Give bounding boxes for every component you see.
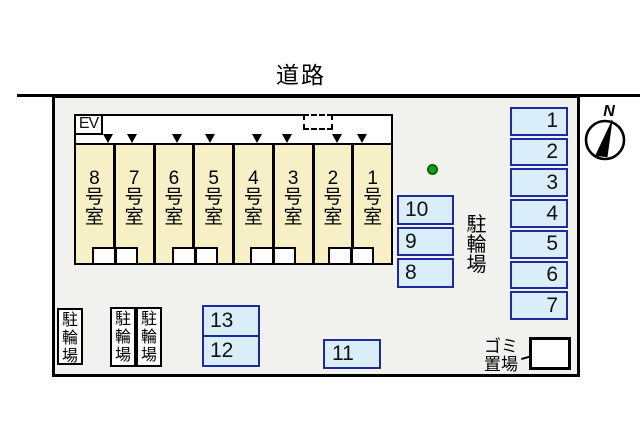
room-4: 4号室 <box>235 145 275 263</box>
room-3: 3号室 <box>274 145 315 263</box>
entry-door-marker-icon <box>103 134 113 143</box>
entry-door-marker-icon <box>205 134 215 143</box>
room-row: 8号室 7号室 6号室 5号室 4号室 3号室 2号室 1号室 <box>74 143 393 265</box>
parking-space-7: 7 <box>510 291 568 321</box>
parking-space-6: 6 <box>510 260 568 290</box>
garbage-area-label: ゴミ置場 <box>484 337 519 375</box>
entrance-porch <box>92 247 138 265</box>
room-label: 2号室 <box>323 168 343 228</box>
parking-space-1: 1 <box>510 107 568 136</box>
parking-column-1-7: 1 2 3 4 5 6 7 <box>510 107 568 321</box>
entrance-porch <box>250 247 296 265</box>
parking-space-3: 3 <box>510 168 568 198</box>
porch-divider <box>349 249 353 263</box>
porch-divider <box>113 249 117 263</box>
room-label: 4号室 <box>243 168 263 228</box>
room-5: 5号室 <box>195 145 235 263</box>
entry-door-marker-icon <box>332 134 342 143</box>
room-label: 8号室 <box>84 168 104 228</box>
elevator-box: EV <box>74 114 103 135</box>
room-label: 3号室 <box>283 168 303 228</box>
compass-north-label: N <box>603 103 615 120</box>
room-8: 8号室 <box>76 145 116 263</box>
room-2: 2号室 <box>314 145 355 263</box>
bicycle-parking-box: 駐輪場 <box>110 307 136 367</box>
bicycle-parking-box: 駐輪場 <box>136 307 162 367</box>
room-label: 5号室 <box>204 168 224 228</box>
garbage-area-box <box>529 337 571 370</box>
room-label: 6号室 <box>164 168 184 228</box>
entry-door-marker-icon <box>357 134 367 143</box>
parking-space-13: 13 <box>204 307 258 337</box>
entry-door-marker-icon <box>172 134 182 143</box>
building-corridor <box>74 114 393 145</box>
parking-space-2: 2 <box>510 137 568 167</box>
tree-marker-icon <box>427 164 438 175</box>
room-6: 6号室 <box>155 145 196 263</box>
entry-door-marker-icon <box>252 134 262 143</box>
parking-space-8: 8 <box>397 258 454 289</box>
entry-door-marker-icon <box>127 134 137 143</box>
site-lot: EV 8号室 7号室 6号室 5号室 4号室 3号室 2号室 1号室 1 2 3 <box>52 95 580 377</box>
bicycle-parking-label: 駐輪場 <box>140 311 157 364</box>
porch-divider <box>271 249 275 263</box>
parking-space-10: 10 <box>397 195 454 225</box>
bicycle-parking-label: 駐輪場 <box>466 214 487 276</box>
parking-space-4: 4 <box>510 199 568 228</box>
bicycle-parking-box: 駐輪場 <box>57 308 83 365</box>
room-label: 1号室 <box>363 168 383 228</box>
building: EV 8号室 7号室 6号室 5号室 4号室 3号室 2号室 1号室 <box>74 114 393 265</box>
room-7: 7号室 <box>115 145 156 263</box>
room-label: 7号室 <box>124 168 144 228</box>
bicycle-parking-label: 駐輪場 <box>61 312 78 365</box>
porch-divider <box>193 249 197 263</box>
parking-column-8-10: 10 9 8 <box>397 195 454 289</box>
parking-space-5: 5 <box>510 229 568 259</box>
bicycle-parking-label: 駐輪場 <box>114 311 131 364</box>
parking-stack-12-13: 13 12 <box>202 305 260 367</box>
parking-space-9: 9 <box>397 226 454 257</box>
compass-north-icon: N <box>584 103 626 161</box>
parking-space-11: 11 <box>323 339 381 369</box>
parking-space-12: 12 <box>210 339 234 362</box>
entrance-porch <box>328 247 374 265</box>
entrance-porch <box>172 247 218 265</box>
dashed-area-outline <box>303 114 333 130</box>
entry-door-marker-icon <box>282 134 292 143</box>
room-1: 1号室 <box>354 145 391 263</box>
road-label: 道路 <box>276 62 326 88</box>
